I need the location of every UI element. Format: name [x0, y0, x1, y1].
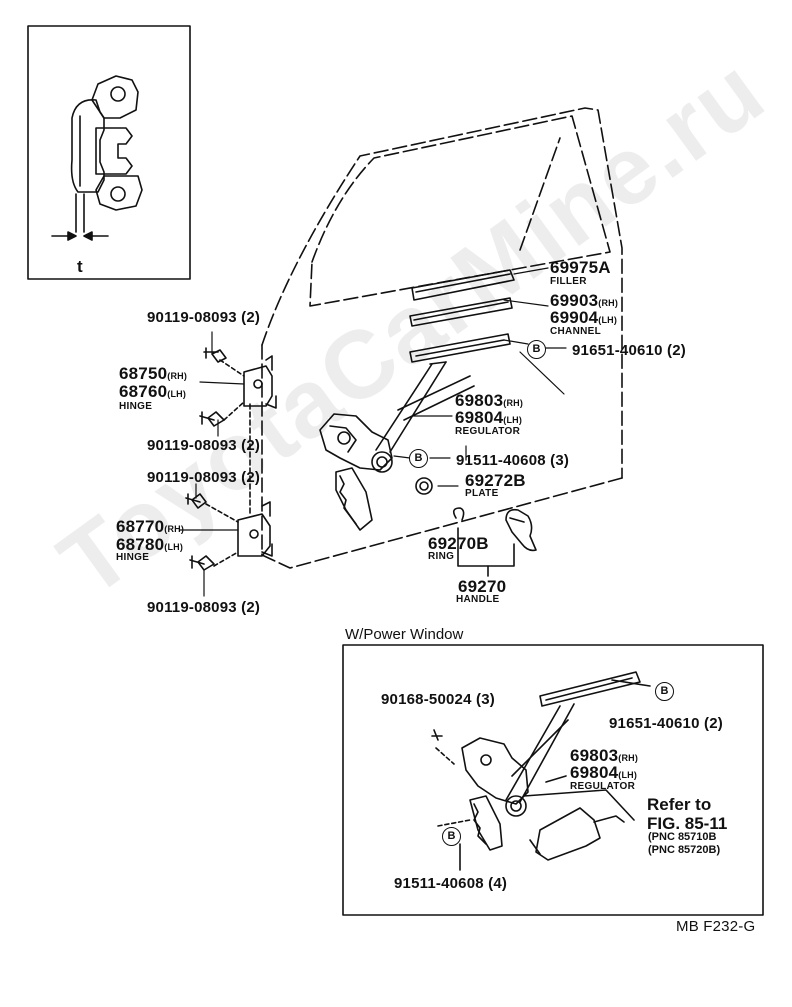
- regulator-lh-label: 69804(LH): [455, 408, 523, 427]
- pw-regulator-name: REGULATOR: [570, 781, 636, 792]
- filler-name: FILLER: [550, 276, 587, 287]
- door-outline: [261, 107, 623, 569]
- pw-bolt-b2-badge: B: [442, 827, 461, 846]
- pw-regulator-rh-label: 69803(RH): [570, 746, 639, 765]
- filler-number: 69975A: [550, 258, 611, 277]
- pw-bolt-b1-label: 91651-40610 (2): [609, 715, 723, 732]
- plate-number: 69272B: [465, 471, 526, 490]
- leader-lines: [179, 267, 567, 597]
- pw-refer-pnc2: (PNC 85720B): [648, 844, 721, 856]
- upper-hinge-bolt-bottom-label: 90119-08093 (2): [147, 437, 261, 454]
- lower-hinge-rh-label: 68770(RH): [116, 517, 185, 536]
- regulator-name: REGULATOR: [455, 426, 521, 437]
- upper-hinge-lh-label: 68760(LH): [119, 382, 187, 401]
- inset-dimension-label: t: [77, 257, 83, 276]
- pw-regulator-lh-label: 69804(LH): [570, 763, 638, 782]
- channel-rh-label: 69903(RH): [550, 291, 619, 310]
- inset-hinge-detail: [27, 25, 191, 280]
- pw-refer-line2: FIG. 85-11: [647, 814, 728, 833]
- upper-hinge-bolt-top-label: 90119-08093 (2): [147, 309, 261, 326]
- power-window-box: [342, 644, 764, 916]
- bolt-b2-label: 91511-40608 (3): [456, 452, 570, 469]
- lower-hinge-lh-label: 68780(LH): [116, 535, 184, 554]
- lower-hinge-bolt-top-label: 90119-08093 (2): [147, 469, 261, 486]
- figure-code: MB F232-G: [676, 918, 756, 935]
- upper-hinge: [199, 347, 277, 427]
- channel-lh-label: 69904(LH): [550, 308, 618, 327]
- pw-refer-line1: Refer to: [647, 795, 712, 814]
- filler-channel-strips: [409, 269, 515, 363]
- pw-refer-pnc1: (PNC 85710B: [648, 831, 717, 843]
- pw-screw-label: 90168-50024 (3): [381, 691, 495, 708]
- bolt-b1-label: 91651-40610 (2): [572, 342, 686, 359]
- handle-number: 69270: [458, 577, 507, 596]
- regulator-rh-label: 69803(RH): [455, 391, 524, 410]
- manual-regulator: [319, 361, 475, 531]
- lower-hinge-name: HINGE: [116, 552, 150, 563]
- channel-name: CHANNEL: [550, 326, 601, 337]
- upper-hinge-name: HINGE: [119, 401, 153, 412]
- bolt-b2-badge: B: [409, 449, 428, 468]
- pw-bolt-b1-badge: B: [655, 682, 674, 701]
- bolt-b1-badge: B: [527, 340, 546, 359]
- lower-hinge-bolt-bottom-label: 90119-08093 (2): [147, 599, 261, 616]
- power-window-title: W/Power Window: [345, 626, 464, 643]
- ring-name: RING: [428, 551, 455, 562]
- upper-hinge-rh-label: 68750(RH): [119, 364, 188, 383]
- plate-name: PLATE: [465, 488, 499, 499]
- plate-ring-handle: [415, 477, 537, 577]
- lower-hinge: [185, 403, 273, 571]
- ring-number: 69270B: [428, 534, 489, 553]
- handle-name: HANDLE: [456, 594, 500, 605]
- pw-bolt-b2-label: 91511-40608 (4): [394, 875, 508, 892]
